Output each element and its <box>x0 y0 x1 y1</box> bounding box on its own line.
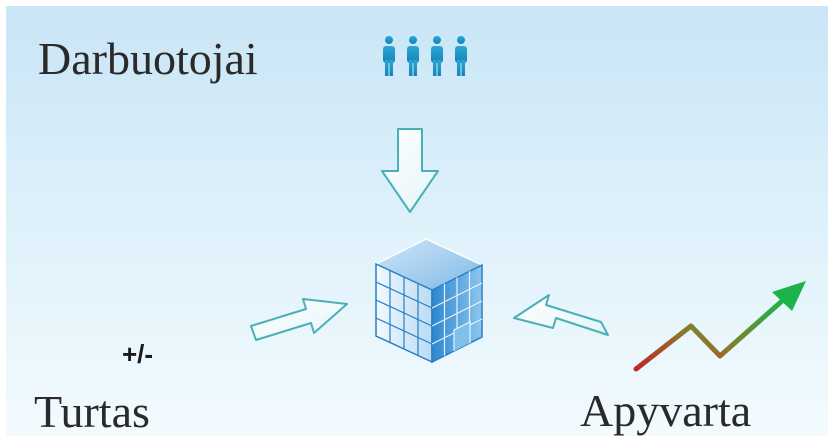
assets-change-label: +/- <box>122 339 154 369</box>
assets-label: Turtas <box>34 386 150 436</box>
people-icon <box>383 36 467 76</box>
diagram-canvas: Darbuotojai +/- Turtas Apyvarta <box>6 6 828 436</box>
employees-label: Darbuotojai <box>38 33 258 84</box>
diagram-graphics <box>250 36 806 372</box>
right-arrow-icon <box>250 298 348 341</box>
trend-arrow-icon <box>633 281 806 372</box>
building-icon <box>374 238 484 364</box>
down-arrow-icon <box>381 128 439 213</box>
turnover-label: Apyvarta <box>580 385 752 436</box>
left-arrow-icon <box>513 294 609 336</box>
